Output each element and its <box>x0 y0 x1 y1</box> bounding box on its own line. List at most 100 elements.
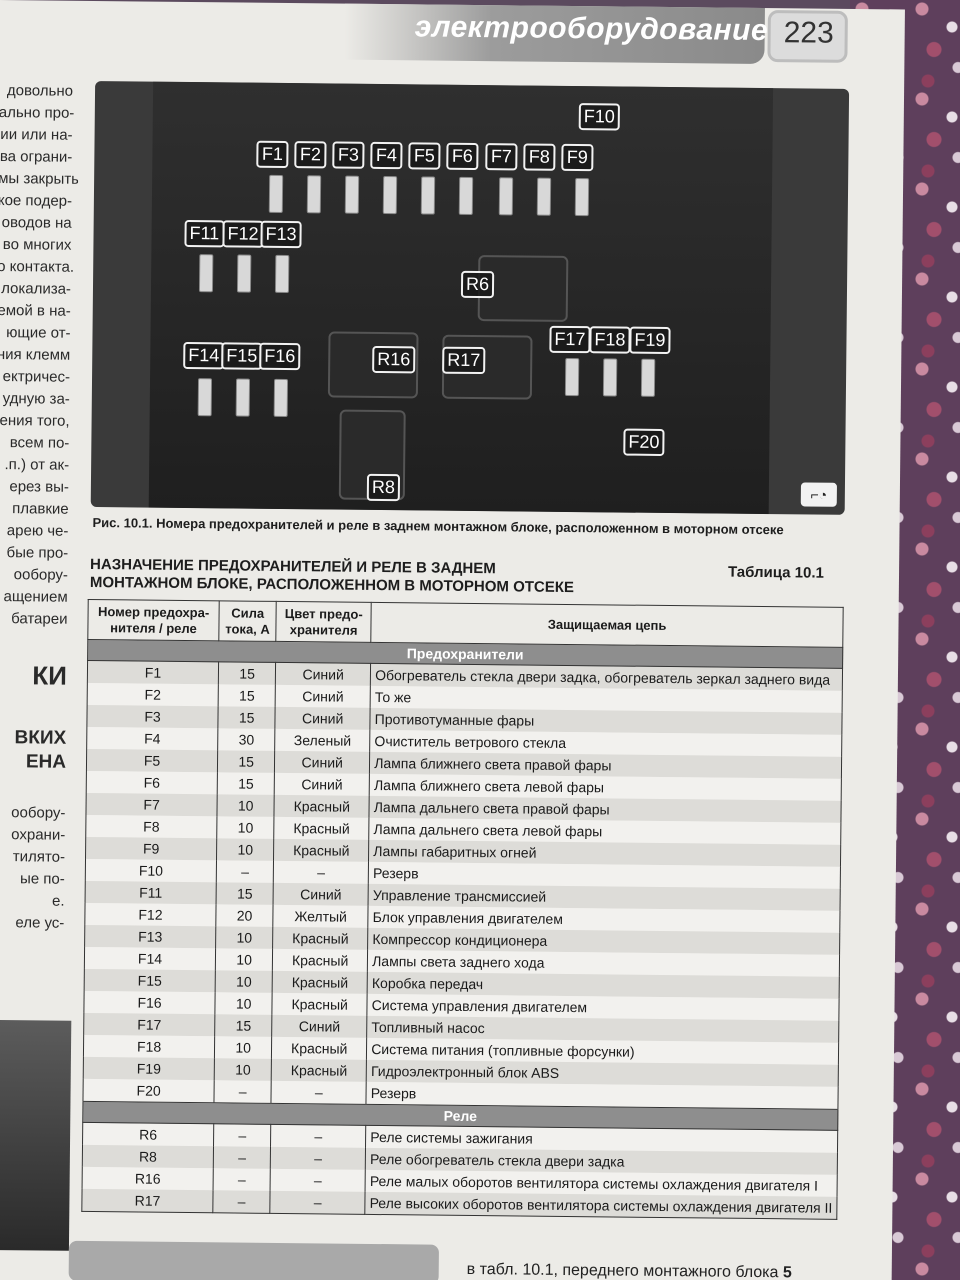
label-r16: R16 <box>372 345 416 374</box>
label-f2: F2 <box>294 141 327 169</box>
fuse-f11 <box>198 254 214 293</box>
cell-amperage: 15 <box>217 772 275 795</box>
cell-amperage: – <box>212 1190 271 1214</box>
left-text-line: тилято- <box>12 848 66 866</box>
cell-amperage: 10 <box>215 926 274 949</box>
table-title: НАЗНАЧЕНИЕ ПРЕДОХРАНИТЕЛЕЙ И РЕЛЕ В ЗАДН… <box>90 556 574 597</box>
footer-text-body: в табл. 10.1, переднего монтажного блока <box>466 1260 779 1280</box>
left-text-line: охрани- <box>11 826 66 844</box>
label-f17: F17 <box>549 325 591 354</box>
cell-color: Красный <box>274 794 370 818</box>
cell-id: F12 <box>84 902 217 927</box>
cell-color: Красный <box>271 1058 367 1082</box>
left-text-line: .п.) от ак- <box>4 456 70 474</box>
page-number: 223 <box>783 16 834 50</box>
fuse-f16 <box>273 378 289 418</box>
fuse-f12 <box>236 254 252 293</box>
cell-id: F16 <box>83 990 216 1015</box>
label-f14: F14 <box>183 341 225 370</box>
left-text-line: ющие от- <box>6 324 71 342</box>
label-f15: F15 <box>221 342 263 370</box>
cell-color: Синий <box>275 706 371 730</box>
label-r6: R6 <box>460 270 495 299</box>
cell-id: F20 <box>82 1078 215 1103</box>
cell-color: Красный <box>272 948 368 972</box>
left-text-line: ообору- <box>13 566 69 584</box>
left-photo-fragment <box>0 1019 72 1251</box>
cell-amperage: 10 <box>215 948 273 971</box>
label-f4: F4 <box>370 141 403 170</box>
fuse-f17 <box>564 357 580 397</box>
cell-color: Красный <box>273 838 369 862</box>
left-text-line: бые про- <box>6 544 69 562</box>
label-f18: F18 <box>589 326 631 354</box>
fuse-f4 <box>382 176 398 215</box>
cell-id: F3 <box>86 704 219 729</box>
left-text-line: всем по- <box>9 434 70 452</box>
cell-id: R16 <box>82 1166 214 1191</box>
cell-color: Красный <box>272 926 369 950</box>
left-text-line: еле ус- <box>15 914 65 932</box>
left-text-line: ально про- <box>0 103 75 122</box>
cell-id: R17 <box>81 1188 214 1213</box>
cell-id: R6 <box>82 1122 214 1147</box>
header-number: Номер предохра-нителя / реле <box>87 599 220 641</box>
cell-amperage: 10 <box>214 1036 272 1059</box>
footer-bold-number: 5 <box>782 1264 792 1280</box>
cell-id: F6 <box>86 770 218 795</box>
cell-amperage: – <box>213 1123 271 1147</box>
fuse-f8 <box>536 177 552 216</box>
left-text-line: во многих <box>2 236 72 254</box>
cell-amperage: 10 <box>216 838 274 861</box>
cell-color: – <box>270 1168 366 1192</box>
fuse-f3 <box>344 175 360 214</box>
cell-id: F17 <box>83 1012 215 1037</box>
cell-id: F2 <box>87 682 219 707</box>
left-text-line: ектричес- <box>2 368 71 386</box>
cell-amperage: 10 <box>214 1058 272 1081</box>
left-heading: КИ <box>32 660 68 691</box>
cell-color: Красный <box>272 992 368 1016</box>
cell-id: F1 <box>87 660 219 685</box>
cell-id: F8 <box>85 814 218 839</box>
cell-id: F4 <box>86 726 218 751</box>
fuse-f1 <box>268 174 284 213</box>
cell-id: F9 <box>85 836 217 861</box>
fuse-f9 <box>574 178 590 217</box>
cell-circuit: Реле высоких оборотов вентилятора систем… <box>365 1191 838 1220</box>
left-text-line: локализа- <box>1 280 72 298</box>
table-number: Таблица 10.1 <box>727 563 825 582</box>
label-f8: F8 <box>523 143 556 171</box>
left-text-line: ообору- <box>11 804 66 822</box>
label-f13: F13 <box>260 220 302 249</box>
car-engine-icon: ⌐◔ <box>800 482 837 507</box>
label-f5: F5 <box>408 142 441 170</box>
cell-id: F13 <box>84 924 216 949</box>
cell-color: Синий <box>275 662 371 686</box>
label-f20: F20 <box>623 428 665 456</box>
cell-id: F7 <box>85 792 218 817</box>
left-subheading-line: ВКИХ <box>14 727 67 749</box>
cell-amperage: – <box>213 1168 271 1191</box>
cell-amperage: 10 <box>214 992 273 1015</box>
cell-color: Зеленый <box>274 728 371 752</box>
fuse-box-photo: F1 F2 F3 F4 F5 F6 F7 F8 F9 F10 F11 F12 F… <box>90 81 850 515</box>
left-subheading-line: ЕНА <box>25 751 67 773</box>
label-f7: F7 <box>485 143 518 171</box>
left-text-line: кое подер- <box>0 191 73 210</box>
cell-id: F5 <box>86 748 218 773</box>
cell-amperage: – <box>216 860 274 883</box>
fuse-f15 <box>235 378 251 417</box>
cell-amperage: 15 <box>218 684 276 707</box>
left-text-line: о контакта. <box>0 257 75 276</box>
left-text-line: емой в на- <box>0 301 71 320</box>
cell-id: F14 <box>84 946 216 971</box>
figure-caption: Рис. 10.1. Номера предохранителей и реле… <box>92 514 784 538</box>
cell-amperage: 30 <box>217 728 276 751</box>
cell-amperage: 10 <box>216 816 275 839</box>
cell-id: F11 <box>85 880 217 905</box>
left-text-line: ения того, <box>0 412 70 430</box>
cell-amperage: 15 <box>216 882 274 905</box>
label-f9: F9 <box>561 143 594 172</box>
label-f19: F19 <box>629 326 671 355</box>
